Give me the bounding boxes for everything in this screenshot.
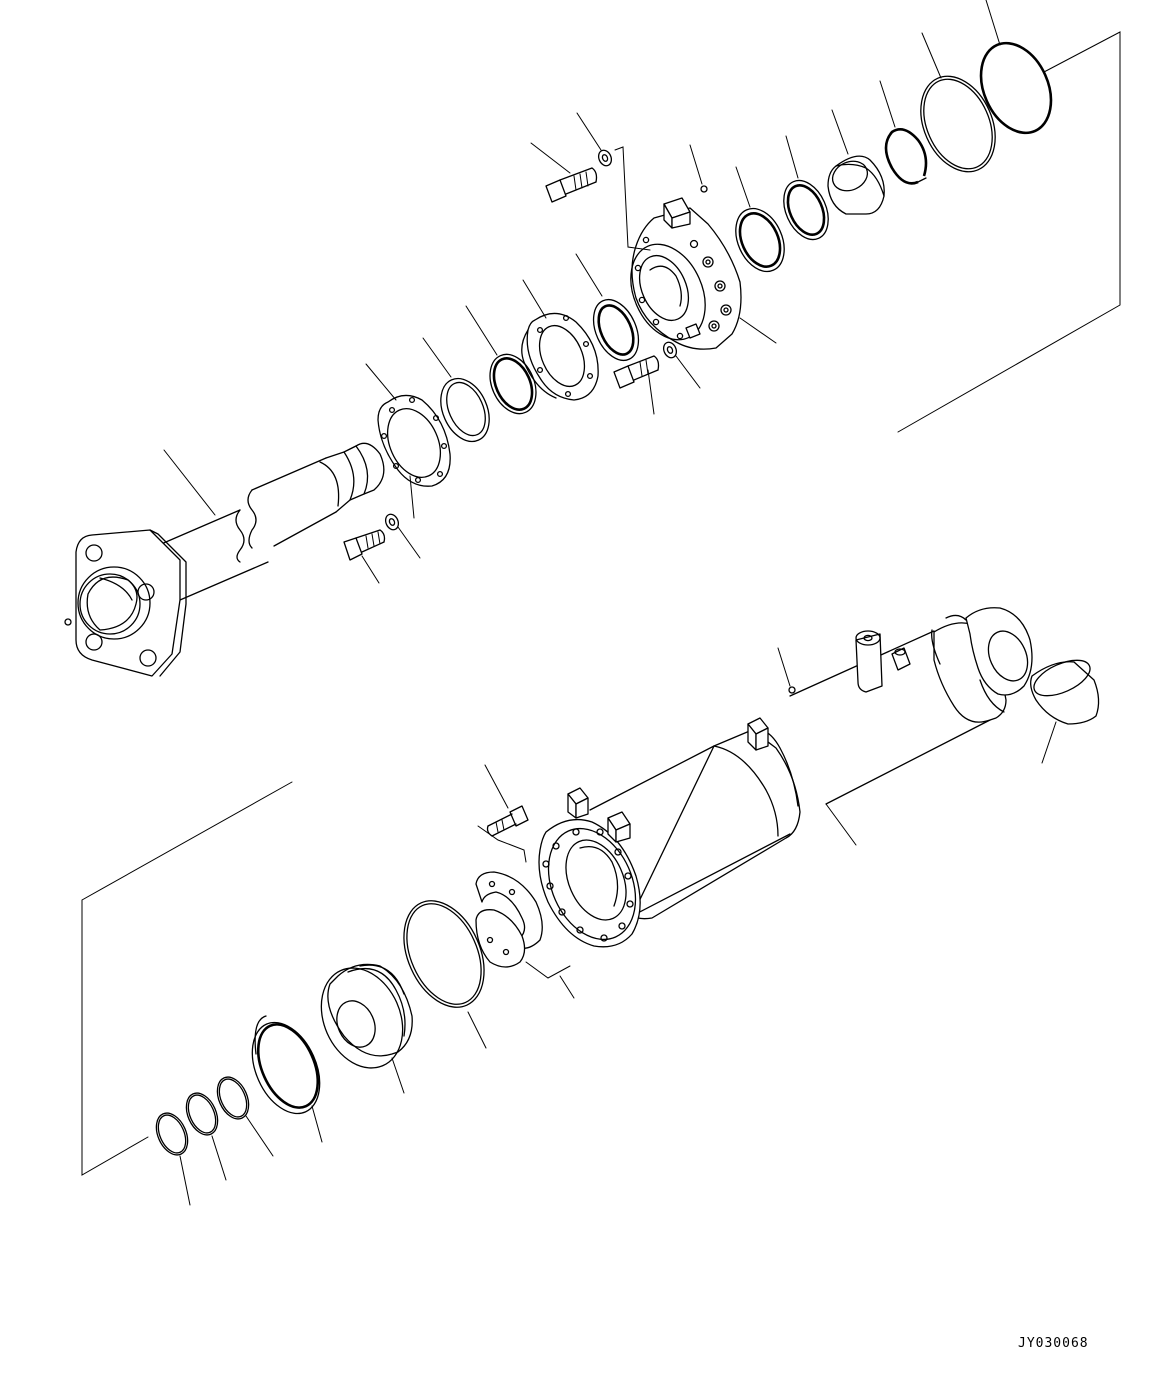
leader-backup-ring-rod: [465, 305, 498, 356]
leader-cylinder-tube: [825, 803, 857, 846]
snap-ring: [884, 128, 928, 185]
wear-ring: [403, 900, 485, 1008]
piston-ring: [251, 1015, 321, 1115]
leader-o-ring-rod-1: [422, 337, 452, 378]
leader-o-ring-piston-1: [245, 1115, 274, 1157]
dust-seal-plate: [521, 312, 599, 401]
piston-rod: [64, 442, 385, 677]
grease-fitting-tube: [788, 686, 796, 694]
washer-head-top: [597, 149, 613, 167]
leader-bushing-head: [831, 109, 849, 155]
leader-grease-fitting-head: [689, 144, 703, 185]
grease-fitting-head: [700, 185, 708, 193]
leader-bolt-rod-flange: [361, 555, 380, 584]
leader-piston-rod: [163, 449, 216, 516]
group-boundary-upper: [897, 31, 1121, 433]
leader-grease-fitting-tube: [777, 647, 791, 687]
leader-piston-ring: [311, 1105, 323, 1143]
leader-gasket-flange-plate: [365, 363, 397, 401]
group-boundary-lower: [81, 781, 293, 1176]
piston: [320, 963, 413, 1069]
rod-packing: [783, 179, 829, 241]
leader-buffer-ring: [735, 166, 751, 208]
leader-o-ring-piston-3: [179, 1155, 191, 1206]
leader-wiper-ring: [575, 253, 603, 297]
leader-bolt-head-bottom: [647, 369, 655, 415]
cylinder-head: [630, 197, 742, 350]
leader-washer-head-top: [576, 112, 602, 151]
leader-rod-packing: [785, 135, 799, 179]
leader-bolt-piston: [477, 764, 527, 863]
leader-bolt-head-top: [530, 142, 571, 174]
leader-cylinder-head: [614, 146, 777, 344]
bolt-head-bottom: [613, 355, 660, 389]
backup-ring-rod: [489, 353, 537, 415]
bushing-head: [827, 155, 885, 215]
cylinder-tube: [538, 607, 1033, 948]
gasket-flange-plate: [377, 394, 451, 487]
washer-rod-flange: [384, 513, 400, 531]
split-collar: [475, 871, 543, 968]
o-ring-piston-2: [185, 1092, 219, 1136]
o-ring-rod-1: [440, 377, 490, 443]
leader-split-collar: [525, 961, 575, 999]
bolt-piston: [486, 805, 529, 837]
wiper-ring: [592, 299, 640, 361]
bolt-rod-flange: [343, 529, 386, 561]
bushing-tube-eye: [1030, 659, 1100, 725]
leader-bushing-tube-eye: [1041, 721, 1057, 764]
o-ring-head-1: [920, 75, 996, 173]
leader-piston: [391, 1057, 405, 1094]
drawing-code: JY030068: [1018, 1336, 1089, 1351]
leader-washer-rod-flange: [397, 475, 421, 559]
leader-o-ring-piston-2: [211, 1135, 227, 1181]
buffer-ring: [735, 207, 785, 273]
leader-dust-seal-plate: [522, 279, 547, 319]
backup-ring-head: [979, 41, 1053, 135]
leader-backup-ring-head: [985, 0, 1001, 46]
washer-head-bottom: [662, 341, 678, 359]
leader-snap-ring: [879, 80, 896, 128]
o-ring-piston-3: [155, 1112, 189, 1156]
o-ring-piston-1: [216, 1076, 250, 1120]
bolt-head-top: [545, 167, 598, 203]
leader-o-ring-head-1: [921, 32, 942, 79]
leader-wear-ring: [467, 1011, 487, 1049]
leader-washer-head-bottom: [675, 355, 701, 389]
